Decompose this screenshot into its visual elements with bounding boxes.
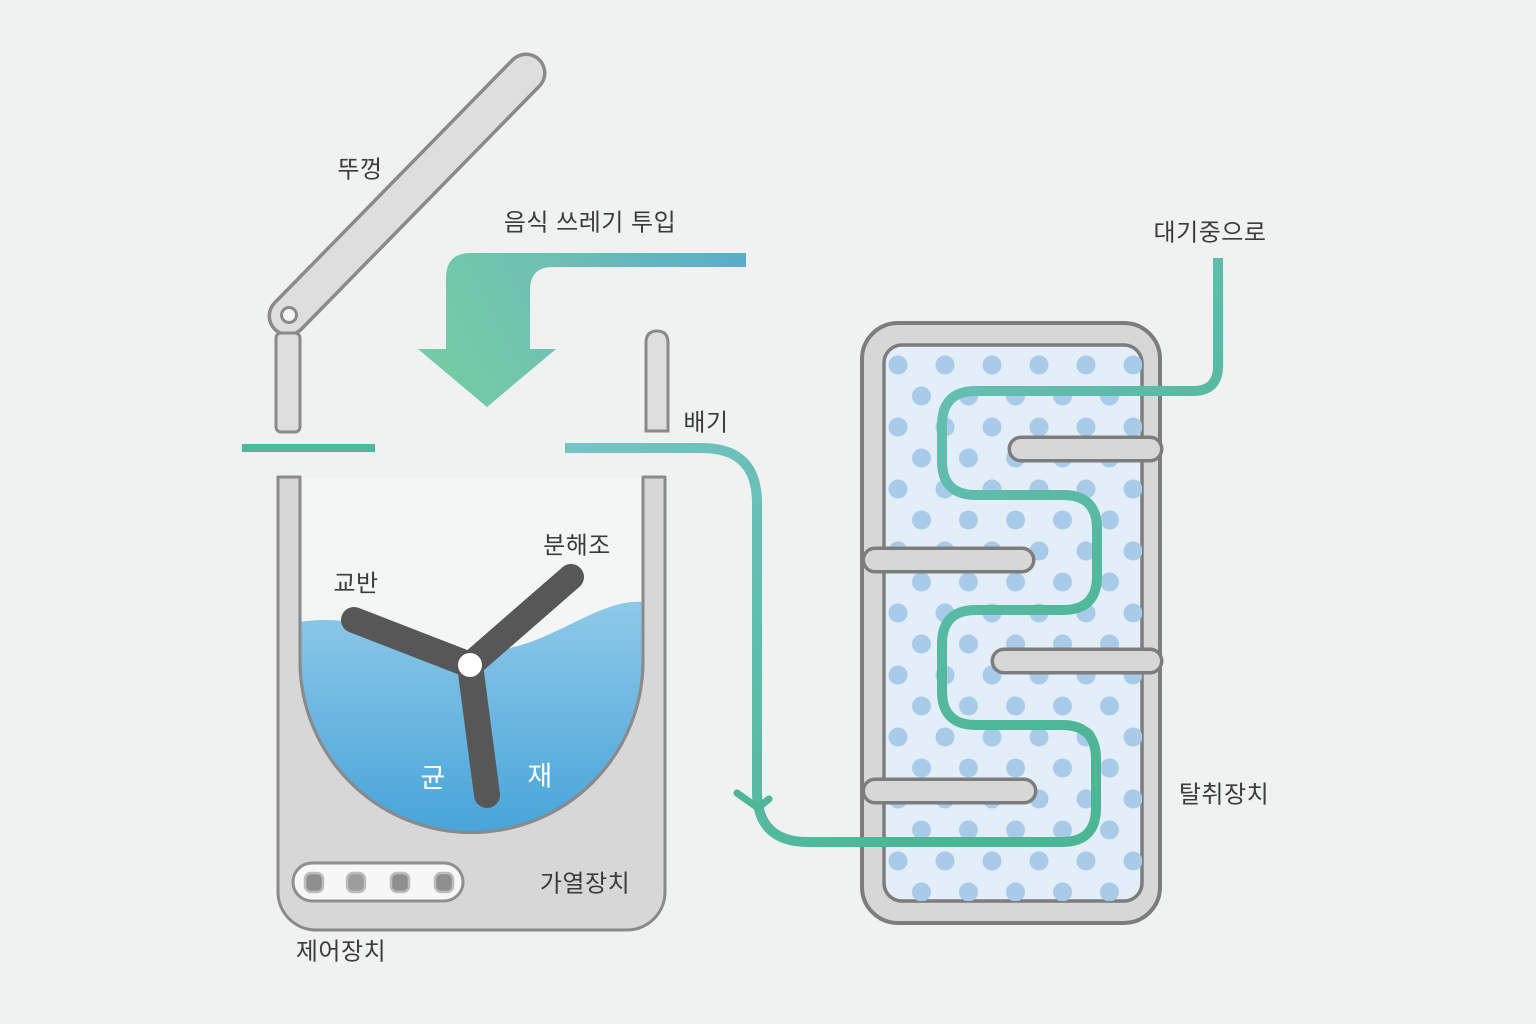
lid-hinge-pin [280, 306, 298, 324]
flow-arrowhead [733, 789, 773, 812]
stirrer-blades [341, 564, 584, 808]
deodorizer-unit [860, 321, 1164, 925]
stirrer-label: 교반 [333, 570, 379, 598]
heater-label: 가열장치 [539, 870, 631, 898]
food-input-arrow [418, 253, 746, 407]
control-button-3[interactable] [389, 871, 411, 894]
exhaust-gas-tube [565, 258, 1223, 847]
tank-label: 분해조 [543, 532, 611, 560]
atmosphere-label: 대기중으로 [1153, 219, 1267, 247]
inlet-rim-bar [242, 444, 375, 452]
stirrer-hub [458, 653, 482, 677]
lid-hinge-post [274, 331, 302, 434]
exhaust-collar-post [644, 329, 670, 433]
microbe-label: 균 [420, 763, 446, 794]
ash-label: 재 [527, 761, 553, 792]
control-buttons[interactable] [303, 871, 455, 894]
control-button-4[interactable] [433, 871, 455, 894]
lid-arm [267, 52, 547, 337]
filter-media-dots [884, 345, 1142, 901]
control-button-1[interactable] [303, 871, 325, 894]
control-panel [291, 861, 465, 903]
control-button-2[interactable] [345, 871, 367, 894]
deodorizer-label: 탈취장치 [1178, 781, 1270, 809]
controller-label: 제어장치 [295, 938, 387, 966]
lid-label: 뚜껑 [337, 156, 383, 184]
bowl-outline [298, 477, 645, 834]
deodorizer-baffles [861, 435, 1164, 805]
exhaust-label: 배기 [683, 409, 729, 437]
input-label: 음식 쓰레기 투입 [503, 209, 677, 237]
